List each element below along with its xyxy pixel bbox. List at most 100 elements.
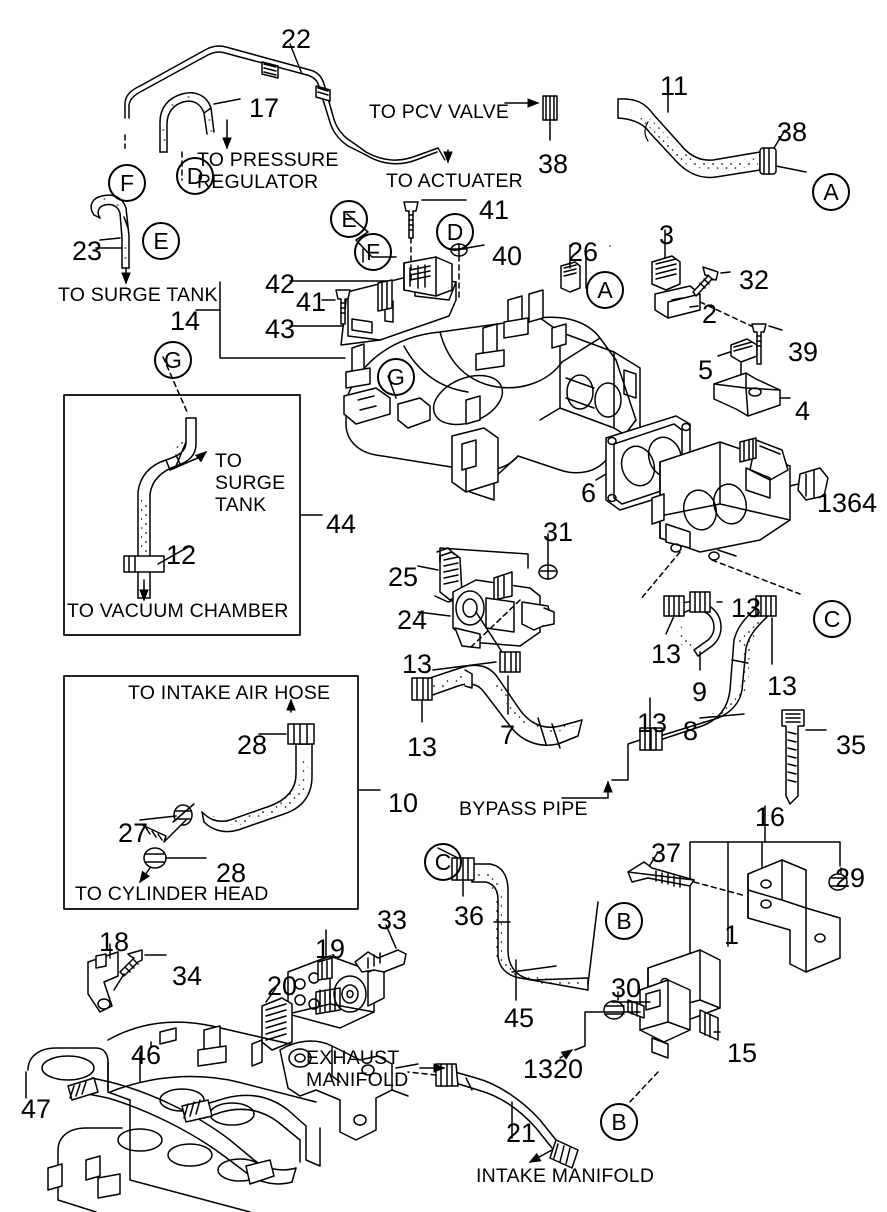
callout-letter: A: [823, 178, 839, 205]
part-number-21: 21: [506, 1118, 537, 1148]
part-number-4: 4: [795, 396, 811, 426]
label-line-2: MANIFOLD: [306, 1068, 409, 1091]
label-line-1: TO PRESSURE: [197, 149, 339, 171]
label-line-1: TO: [215, 450, 243, 472]
callout-letter: D: [186, 162, 204, 189]
part-number-26: 26: [568, 237, 599, 267]
label-to-actuater: TO ACTUATER: [386, 170, 523, 192]
part-number-24: 24: [397, 605, 428, 635]
part-number-18: 18: [99, 927, 130, 957]
callout-circle-e2: E: [330, 200, 368, 238]
callout-circle-e: E: [142, 222, 180, 260]
callout-letter: D: [446, 218, 464, 245]
label-bypass-pipe: BYPASS PIPE: [459, 798, 588, 820]
part-number-31: 31: [543, 517, 574, 547]
part-number-42: 42: [265, 269, 296, 299]
callout-letter: F: [365, 238, 381, 265]
part-number-46: 46: [131, 1040, 162, 1070]
callout-letter: A: [597, 276, 613, 303]
callout-letter: G: [387, 363, 405, 390]
part-number-13-b: 13: [651, 639, 682, 669]
callout-letter: B: [611, 1108, 627, 1135]
label-line-1: EXHAUST: [306, 1047, 400, 1069]
label-to-cylinder-head: TO CYLINDER HEAD: [75, 883, 269, 905]
part-number-45: 45: [504, 1003, 535, 1033]
part-number-16: 16: [755, 802, 786, 832]
part-number-41-top: 41: [479, 195, 510, 225]
part-number-3: 3: [659, 220, 675, 250]
part-number-13-e: 13: [407, 732, 438, 762]
part-number-47: 47: [21, 1094, 52, 1124]
part-number-13-a: 13: [731, 593, 762, 623]
label-line-3: TANK: [215, 493, 267, 516]
callout-letter: B: [616, 907, 632, 934]
part-number-29: 29: [835, 863, 866, 893]
callout-letter: C: [434, 848, 452, 875]
label-intake-manifold: INTAKE MANIFOLD: [476, 1165, 655, 1187]
label-to-vacuum-chamber: TO VACUUM CHAMBER: [67, 600, 289, 622]
part-number-39: 39: [788, 337, 819, 367]
part-number-1: 1: [724, 920, 740, 950]
part-number-41-left: 41: [296, 287, 327, 317]
callout-circle-a: A: [812, 173, 850, 211]
part-number-38-left: 38: [538, 149, 569, 179]
part-number-2: 2: [702, 299, 718, 329]
part-number-6: 6: [581, 478, 597, 508]
part-number-15: 15: [727, 1038, 758, 1068]
part-number-13-f: 13: [637, 708, 668, 738]
part-number-9: 9: [692, 677, 708, 707]
part-number-32: 32: [739, 265, 770, 295]
callout-circle-f2: F: [354, 233, 392, 271]
part-number-40: 40: [492, 241, 523, 271]
part-number-19: 19: [315, 934, 346, 964]
part-number-23: 23: [72, 236, 103, 266]
part-number-20: 20: [267, 971, 298, 1001]
part-number-8: 8: [683, 716, 699, 746]
part-number-43: 43: [265, 314, 296, 344]
part-number-30: 30: [611, 973, 642, 1003]
callout-letter: G: [164, 346, 182, 373]
part-number-28-top: 28: [237, 730, 268, 760]
label-line-2: REGULATOR: [197, 170, 319, 193]
part-number-44: 44: [326, 509, 357, 539]
callout-circle-f: F: [108, 164, 146, 202]
callout-circle-b2: B: [600, 1103, 638, 1141]
part-number-34: 34: [172, 961, 203, 991]
callout-circle-g: G: [154, 341, 192, 379]
part-number-5: 5: [698, 355, 714, 385]
part-number-36: 36: [454, 901, 485, 931]
part-number-35: 35: [836, 730, 867, 760]
part-number-37: 37: [651, 838, 682, 868]
part-number-11: 11: [660, 71, 689, 101]
part-number-38-right: 38: [777, 117, 808, 147]
callout-letter: C: [823, 605, 841, 632]
callout-circle-b: B: [605, 902, 643, 940]
part-number-28-bottom: 28: [216, 858, 247, 888]
part-number-14: 14: [170, 306, 201, 336]
callout-circle-a2: A: [586, 271, 624, 309]
part-number-7: 7: [500, 720, 516, 750]
callout-circle-c2: C: [424, 843, 462, 881]
part-number-33: 33: [377, 905, 408, 935]
callout-letter: E: [341, 205, 357, 232]
callout-letter: F: [119, 169, 135, 196]
callout-circle-d2: D: [436, 213, 474, 251]
callout-circle-g2: G: [377, 358, 415, 396]
part-number-13-d: 13: [402, 649, 433, 679]
label-to-pcv-valve: TO PCV VALVE: [369, 101, 510, 123]
part-number-17: 17: [249, 93, 280, 123]
part-number-22: 22: [281, 24, 312, 54]
part-number-13-c: 13: [767, 671, 798, 701]
part-number-25: 25: [388, 562, 419, 592]
label-to-surge-tank-1: TO SURGE TANK: [58, 284, 218, 306]
callout-circle-d: D: [176, 157, 214, 195]
callout-circle-c: C: [813, 600, 851, 638]
label-exhaust-manifold: EXHAUST MANIFOLD: [306, 1047, 426, 1092]
label-to-surge-tank-2: TO SURGE TANK: [215, 450, 310, 516]
part-number-1320: 1320: [523, 1054, 584, 1084]
part-number-1364: 1364: [817, 488, 878, 518]
callout-letter: E: [153, 227, 169, 254]
part-number-27: 27: [118, 818, 149, 848]
